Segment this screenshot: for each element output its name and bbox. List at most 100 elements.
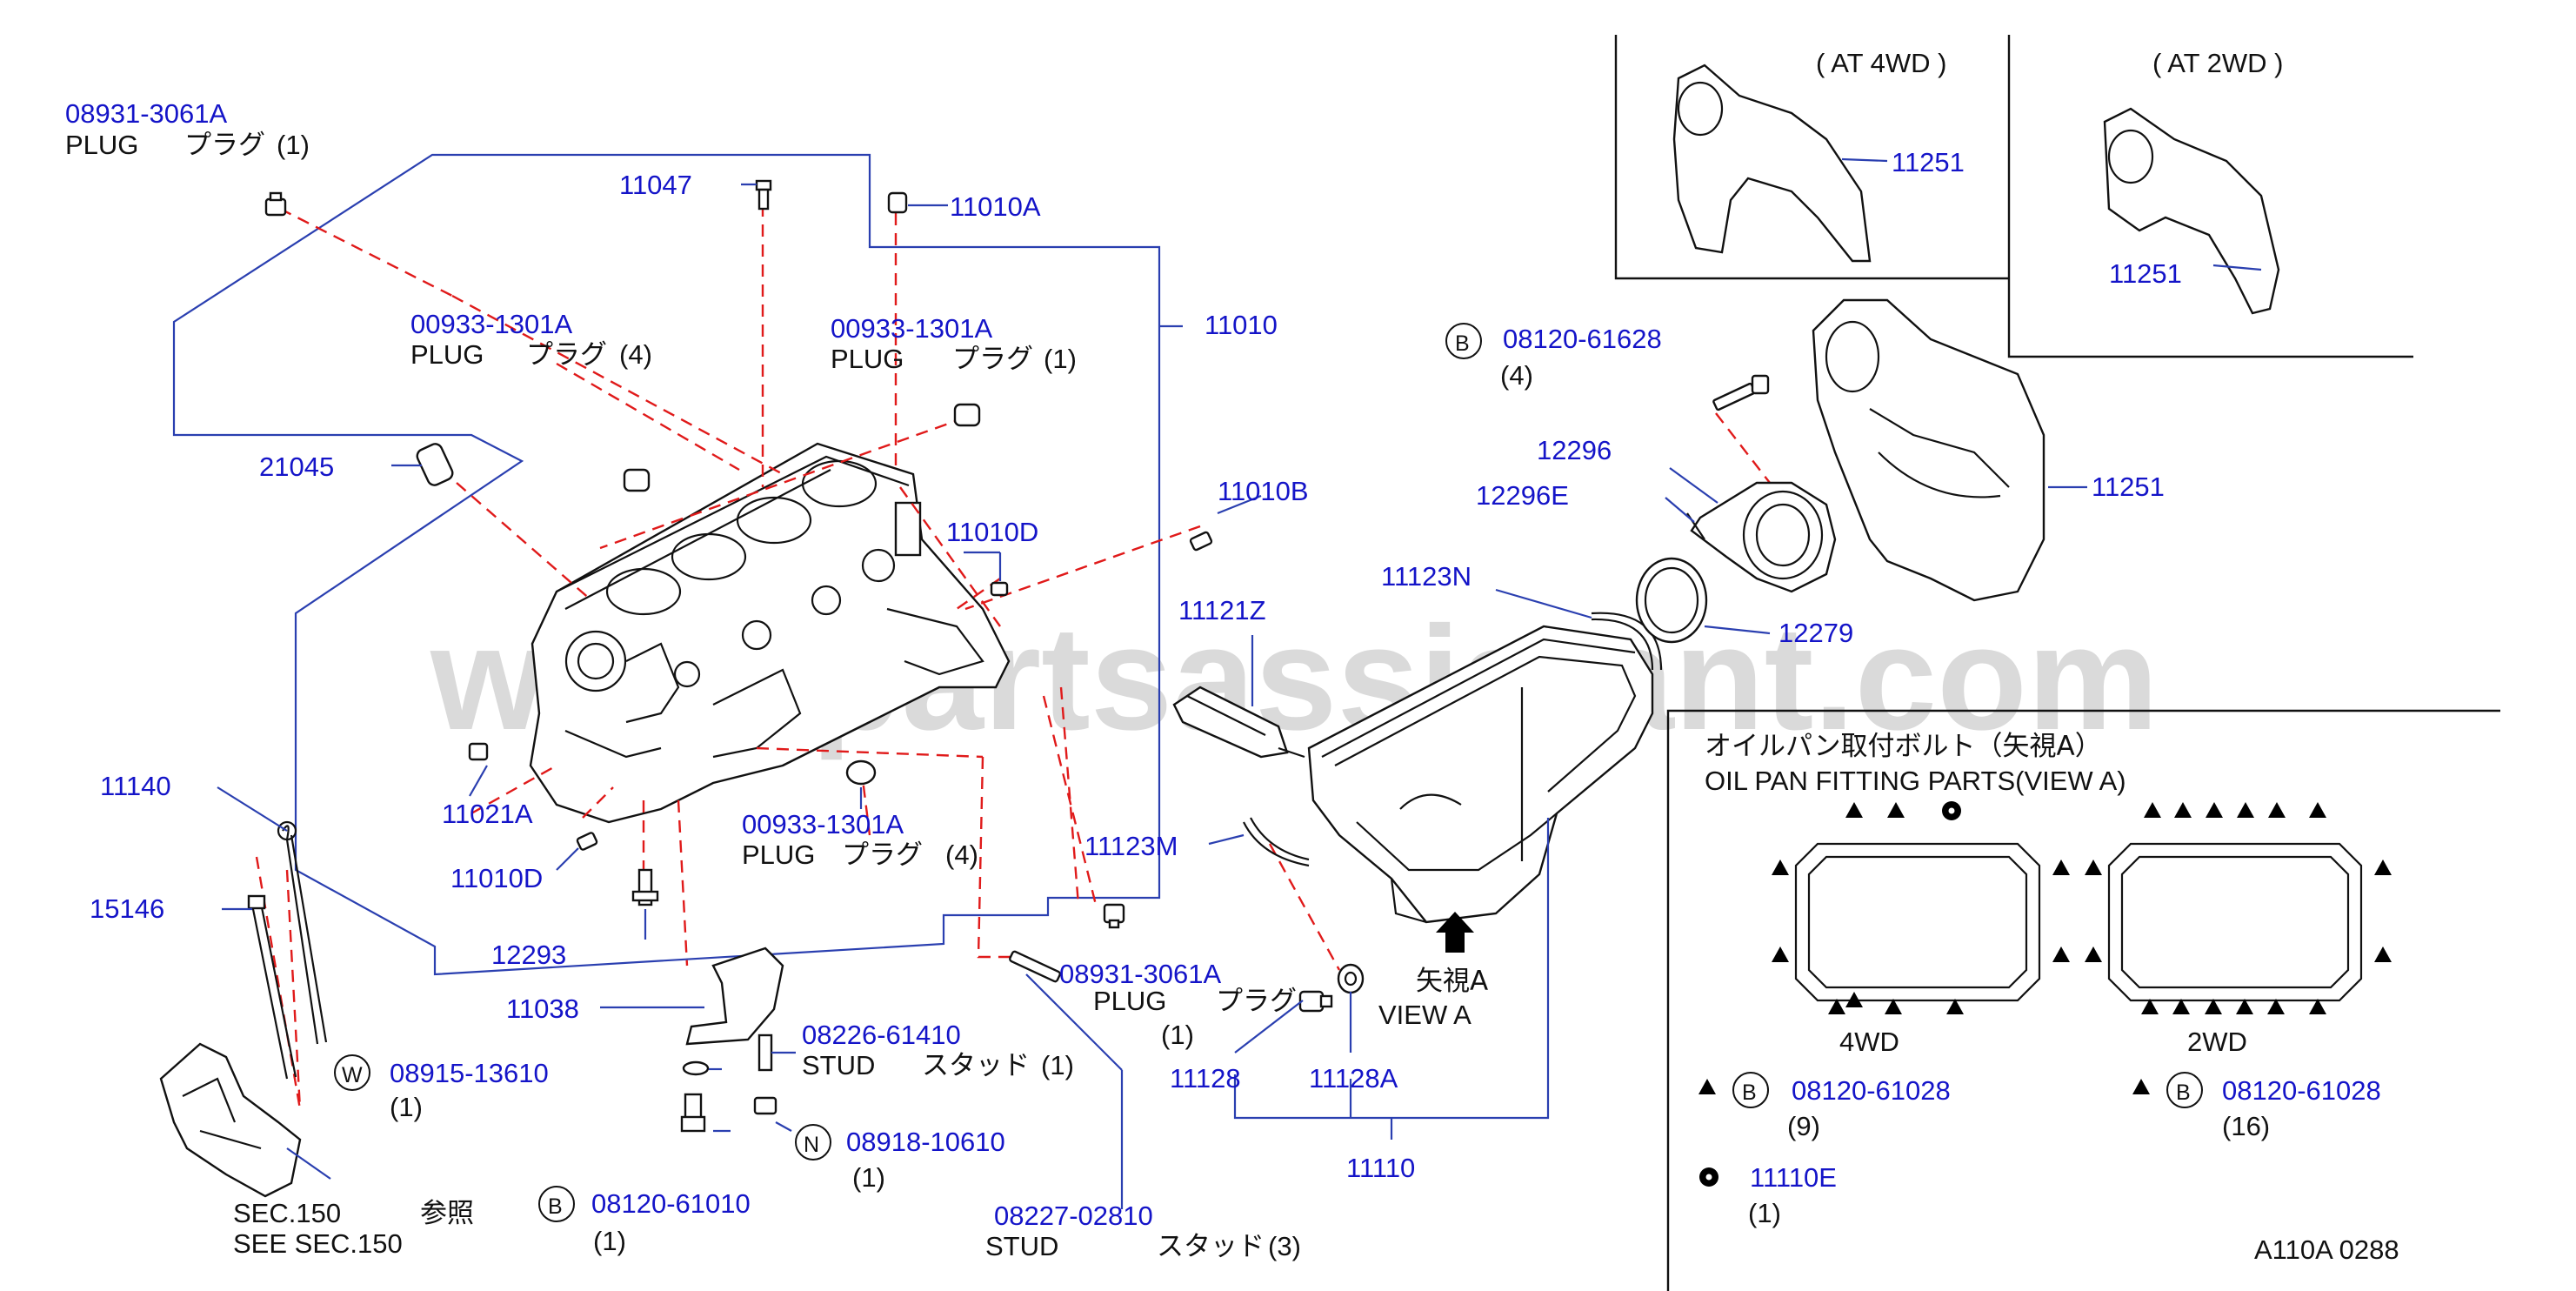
label-view-a-en: VIEW A [1378, 1000, 1472, 1030]
legend-triangle-4wd [1698, 1079, 1716, 1094]
drain-plug-11128[interactable] [1298, 990, 1333, 1013]
plug-00933-mid[interactable] [953, 403, 981, 427]
label-08226-qty: (1) [1041, 1050, 1074, 1080]
label-12296[interactable]: 12296 [1537, 435, 1612, 465]
label-11047[interactable]: 11047 [619, 170, 692, 200]
label-08120-61010[interactable]: 08120-61010 [591, 1188, 751, 1219]
nut-08918[interactable] [753, 1096, 777, 1115]
bolt-08120-61010[interactable] [680, 1093, 706, 1133]
label-11140[interactable]: 11140 [100, 771, 171, 801]
label-15146[interactable]: 15146 [90, 893, 164, 924]
dowel-11010D-right[interactable] [990, 581, 1009, 597]
label-11010D-right[interactable]: 11010D [946, 517, 1038, 547]
svg-text:B: B [2176, 1080, 2191, 1105]
label-08931-top-qty: (1) [277, 130, 310, 160]
dowel-11021A[interactable] [468, 742, 489, 761]
label-00933-left-desc: PLUG [410, 339, 484, 370]
label-sec150-en[interactable]: SEE SEC.150 [233, 1228, 403, 1259]
seal-11123M[interactable] [1243, 817, 1310, 867]
retainer-12296[interactable] [1690, 481, 1837, 593]
label-11251-2wd[interactable]: 11251 [2109, 258, 2182, 289]
oilpan-fitting-panel: オイルパン取付ボルト（矢視A） OIL PAN FITTING PARTS(VI… [1666, 709, 2500, 1291]
guide-15146[interactable] [247, 894, 297, 1080]
label-11128[interactable]: 11128 [1170, 1063, 1241, 1094]
legend-11110E[interactable]: 11110E [1750, 1162, 1837, 1193]
label-11251-main[interactable]: 11251 [2092, 472, 2165, 502]
label-11010[interactable]: 11010 [1205, 310, 1278, 340]
label-08931-top[interactable]: 08931-3061A [65, 98, 227, 129]
label-08931-top-jp: プラグ [184, 130, 265, 161]
label-12279[interactable]: 12279 [1779, 618, 1853, 648]
bolt-12293[interactable] [631, 868, 659, 906]
plug-08931-top[interactable] [264, 191, 287, 217]
label-08227-jp: スタッド [1157, 1231, 1265, 1262]
label-11123N[interactable]: 11123N [1381, 561, 1472, 592]
stud-08227[interactable] [1009, 950, 1061, 983]
label-11021A[interactable]: 11021A [442, 799, 533, 829]
inset-title-at2wd: ( AT 2WD ) [2152, 48, 2283, 78]
plug-00933-bottom[interactable] [845, 759, 877, 786]
label-11128A[interactable]: 11128A [1309, 1063, 1398, 1094]
label-00933-mid-jp: プラグ [952, 344, 1033, 375]
fitting-label-4wd: 4WD [1839, 1027, 1899, 1057]
label-12293[interactable]: 12293 [491, 940, 566, 970]
label-00933-bottom[interactable]: 00933-1301A [742, 809, 904, 839]
svg-text:W: W [342, 1063, 363, 1087]
oil-seal-12279[interactable] [1635, 557, 1708, 644]
label-sec150-jp2: 参照 [420, 1198, 474, 1229]
dowel-11010D-left[interactable] [576, 832, 598, 851]
label-11010B[interactable]: 11010B [1218, 476, 1309, 506]
part-21045[interactable] [415, 442, 455, 488]
label-08915[interactable]: 08915-13610 [390, 1058, 549, 1088]
label-11010D-left[interactable]: 11010D [450, 863, 543, 893]
label-00933-mid-desc: PLUG [831, 344, 904, 374]
block-group-outline [172, 153, 1161, 976]
label-08120-61628[interactable]: 08120-61628 [1503, 324, 1662, 354]
label-00933-left[interactable]: 00933-1301A [410, 309, 572, 339]
label-08918[interactable]: 08918-10610 [846, 1127, 1005, 1157]
rear-plate-11251[interactable] [1812, 298, 2045, 602]
label-08226-jp: スタッド [922, 1050, 1030, 1081]
diagram-code: A110A 0288 [2254, 1234, 2399, 1265]
bolt-11047[interactable] [755, 179, 772, 211]
label-08931-top-desc: PLUG [65, 130, 138, 160]
bracket-11038[interactable] [685, 947, 784, 1046]
label-08226[interactable]: 08226-61410 [802, 1020, 961, 1050]
label-21045[interactable]: 21045 [259, 452, 334, 482]
marker-08915: W [334, 1054, 370, 1091]
label-00933-mid-qty: (1) [1044, 344, 1077, 374]
cylinder-block[interactable] [529, 442, 1011, 824]
inset-at-4wd [1614, 35, 2009, 280]
label-08227[interactable]: 08227-02810 [994, 1201, 1153, 1231]
dowel-11010A[interactable] [887, 191, 908, 214]
marker-08918: N [795, 1124, 831, 1161]
label-11110[interactable]: 11110 [1346, 1153, 1415, 1183]
plug-08931-bottom[interactable] [1103, 903, 1125, 929]
plug-00933-left[interactable] [623, 468, 651, 492]
dipstick-11140[interactable] [277, 820, 328, 1045]
label-12296E[interactable]: 12296E [1476, 480, 1569, 511]
legend-bolt-2wd[interactable]: 08120-61028 [2222, 1075, 2381, 1106]
label-08931-bottom-qty: (1) [1161, 1020, 1194, 1050]
dowel-11010B[interactable] [1189, 531, 1213, 552]
label-00933-left-jp: プラグ [526, 339, 607, 371]
label-11251-4wd[interactable]: 11251 [1892, 147, 1965, 177]
stud-08226[interactable] [757, 1033, 773, 1072]
bolt-markers-4wd [1772, 802, 2070, 1014]
svg-text:N: N [804, 1133, 819, 1157]
label-11121Z[interactable]: 11121Z [1178, 595, 1266, 625]
legend-bolt-4wd[interactable]: 08120-61028 [1792, 1075, 1951, 1106]
label-11123M[interactable]: 11123M [1084, 831, 1178, 861]
label-00933-mid[interactable]: 00933-1301A [831, 313, 992, 344]
label-08931-bottom[interactable]: 08931-3061A [1059, 959, 1221, 989]
oil-strainer-11121Z[interactable] [1172, 686, 1305, 759]
label-00933-bottom-qty: (4) [945, 839, 978, 870]
washer-08915[interactable] [682, 1060, 710, 1076]
view-a-arrow [1436, 912, 1474, 953]
bolt-08120-61628[interactable] [1712, 374, 1770, 411]
svg-text:B: B [1742, 1080, 1757, 1105]
label-11010A[interactable]: 11010A [950, 191, 1041, 222]
washer-11128A[interactable] [1337, 963, 1365, 994]
label-11038[interactable]: 11038 [506, 993, 579, 1024]
oilpan-outline-2wd [2107, 842, 2363, 1002]
